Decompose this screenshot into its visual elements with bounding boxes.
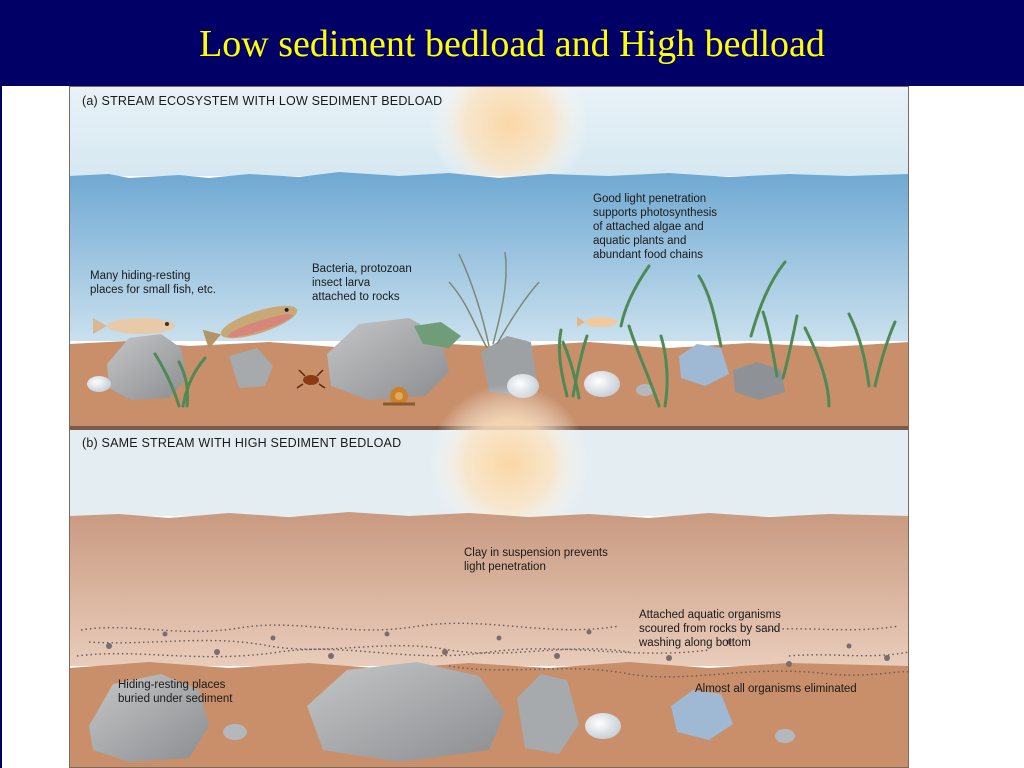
pebble: [775, 729, 795, 743]
rock: [671, 690, 733, 740]
label-light-penetration: Good light penetration supports photosyn…: [593, 193, 718, 261]
pebble: [636, 384, 654, 396]
label-bacteria: Bacteria, protozoan insect larva attache…: [312, 263, 412, 303]
pebble: [87, 376, 111, 392]
insect-larva-icon: [296, 369, 326, 389]
small-fish-icon: [577, 317, 617, 327]
sand-grains: [106, 629, 890, 667]
rock: [229, 348, 273, 388]
panel-a-water: [69, 172, 909, 341]
fish-icon: [93, 318, 175, 334]
rock: [517, 674, 579, 754]
panel-a: [69, 86, 909, 426]
label-clay-suspension: Clay in suspension prevents light penetr…: [464, 547, 608, 573]
rock: [733, 362, 785, 400]
slide-title: Low sediment bedload and High bedload: [199, 23, 825, 65]
pebble: [585, 713, 621, 739]
pebble: [584, 371, 620, 397]
left-border: [0, 86, 2, 768]
rock: [307, 662, 505, 762]
title-bar: [0, 0, 1024, 86]
sun-icon: [429, 384, 589, 544]
trout-icon: [202, 305, 298, 349]
suspended-sediment: [76, 622, 909, 678]
label-hiding-places: Many hiding-resting places for small fis…: [90, 270, 216, 296]
panel-b-heading: (b) SAME STREAM WITH HIGH SEDIMENT BEDLO…: [82, 436, 402, 450]
aquatic-plants: [448, 251, 540, 349]
aquatic-plants: [153, 260, 897, 408]
snail-icon: [383, 387, 415, 406]
label-organisms-eliminated: Almost all organisms eliminated: [695, 683, 857, 695]
pebble: [223, 724, 247, 740]
label-buried-places: Hiding-resting places buried under sedim…: [118, 679, 233, 705]
rock: [679, 344, 729, 386]
panel-b-cloudy-water: [69, 512, 909, 666]
rock: [327, 318, 449, 400]
rock: [89, 674, 209, 762]
rock: [107, 334, 187, 400]
stream-illustration: [69, 86, 909, 768]
algae-mat: [414, 322, 461, 348]
panel-a-heading: (a) STREAM ECOSYSTEM WITH LOW SEDIMENT B…: [82, 94, 443, 108]
panel-b: [69, 384, 909, 768]
stream-figure: (a) STREAM ECOSYSTEM WITH LOW SEDIMENT B…: [69, 86, 909, 768]
label-scoured-organisms: Attached aquatic organisms scoured from …: [639, 609, 781, 649]
